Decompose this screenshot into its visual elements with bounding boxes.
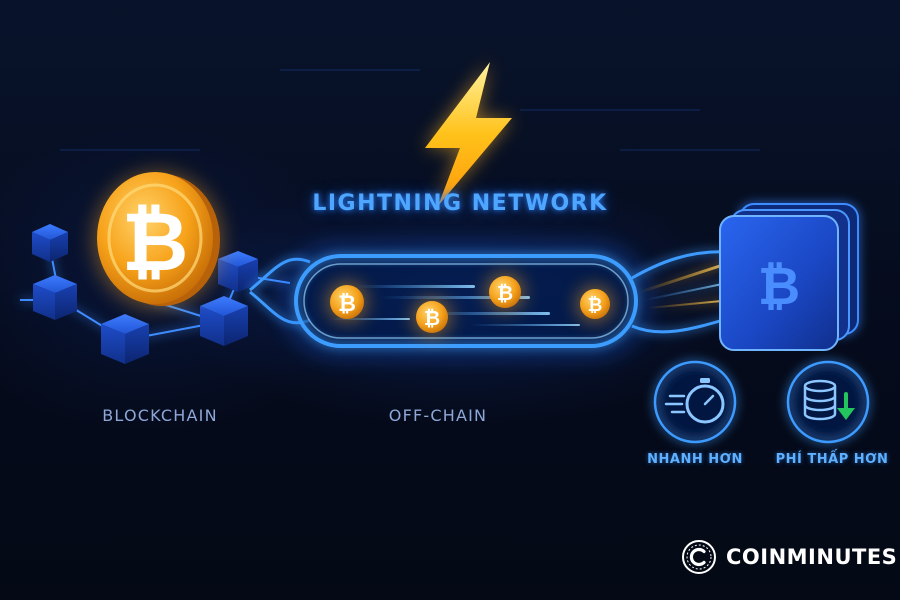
svg-text:₿: ₿ bbox=[338, 292, 356, 317]
blockchain-label: BLOCKCHAIN bbox=[102, 406, 218, 425]
bitcoin-coin-small-2: ₿ bbox=[413, 298, 451, 336]
bitcoin-coin-small-1: ₿ bbox=[327, 282, 367, 322]
cube-3 bbox=[101, 314, 149, 364]
svg-text:₿: ₿ bbox=[758, 257, 800, 317]
bitcoin-coin-large: ₿ bbox=[92, 170, 224, 310]
offchain-channel bbox=[281, 243, 651, 359]
cube-1 bbox=[32, 224, 68, 262]
blockchain-cubes bbox=[32, 224, 258, 364]
coinminutes-logo bbox=[682, 540, 716, 574]
svg-text:₿: ₿ bbox=[497, 281, 513, 305]
channel-streaks bbox=[330, 285, 580, 326]
database-down-icon bbox=[786, 360, 870, 444]
bitcoin-coin-small-3: ₿ bbox=[486, 273, 524, 311]
bitcoin-wallet-icon: ₿ bbox=[719, 203, 859, 351]
cube-5 bbox=[218, 251, 258, 292]
offchain-label: OFF-CHAIN bbox=[388, 406, 488, 425]
diagram-title: LIGHTNING NETWORK bbox=[312, 191, 608, 216]
lower-fee-label: PHÍ THẤP HƠN bbox=[775, 452, 889, 467]
cube-2 bbox=[33, 275, 77, 320]
brand: COINMINUTES bbox=[680, 536, 897, 578]
svg-text:₿: ₿ bbox=[424, 306, 440, 330]
channel-coins: ₿ ₿ ₿ ₿ bbox=[327, 273, 613, 336]
right-connector bbox=[631, 250, 733, 334]
background-streaks bbox=[60, 69, 760, 151]
stopwatch-icon bbox=[653, 360, 737, 444]
svg-text:₿: ₿ bbox=[588, 295, 603, 316]
cube-4 bbox=[200, 296, 248, 346]
svg-text:₿: ₿ bbox=[122, 195, 189, 290]
lightning-bolt-icon bbox=[425, 62, 512, 206]
faster-label: NHANH HƠN bbox=[647, 452, 743, 467]
brand-name: COINMINUTES bbox=[726, 545, 898, 569]
bitcoin-coin-small-4: ₿ bbox=[577, 286, 613, 322]
